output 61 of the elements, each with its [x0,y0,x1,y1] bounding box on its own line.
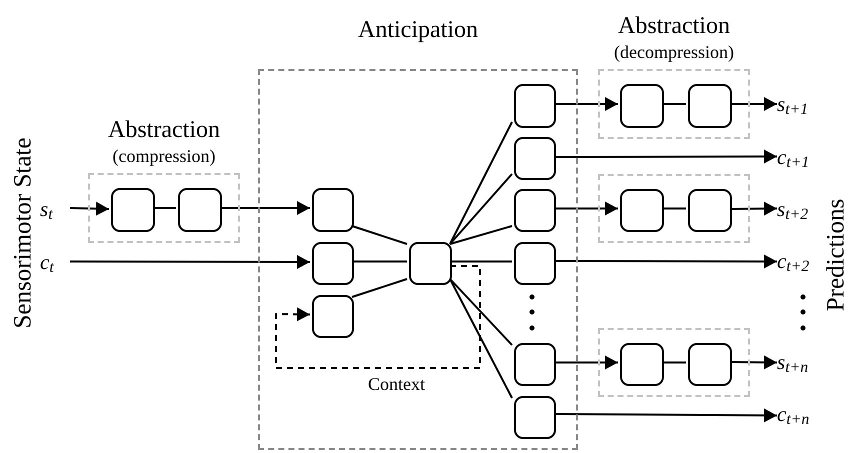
rounded-box [514,84,556,128]
connector-line [449,122,513,244]
arrow [730,355,778,370]
group-heading: (compression) [112,145,216,168]
arrow [554,202,618,216]
variable-label: s$_{t+n}$ [777,352,808,372]
rounded-box [620,189,664,232]
connector-line [153,207,176,209]
rounded-box [409,242,452,285]
rounded-box [111,188,155,232]
arrow [730,202,778,216]
arrow [554,150,777,164]
variable-label: s$_{t+2}$ [777,198,808,220]
rounded-box [514,343,556,386]
connector-line [449,278,513,346]
group-heading: Abstraction [618,12,730,41]
rounded-box [514,189,556,232]
connector-line [449,278,513,398]
arrow [554,408,777,422]
connector-line [352,225,408,245]
arrow [70,254,310,269]
connector-line [662,208,686,210]
variable-label: c$_{t}$ [40,252,54,272]
arrow [70,202,110,216]
rounded-box [688,343,732,386]
rounded-box [514,396,556,439]
variable-label: c$_{t+n}$ [777,404,810,424]
rounded-box [312,295,354,338]
axis-title: Predictions [824,198,848,312]
arrow [554,254,777,268]
variable-label: c$_{t+2}$ [777,250,810,272]
connector-line [352,260,407,262]
group-heading: (decompression) [614,41,734,64]
rounded-box [514,242,556,285]
rounded-box [178,188,222,232]
variable-label: s$_{t}$ [40,198,53,220]
rounded-box [620,84,664,128]
connector-line [662,103,686,105]
arrow [275,265,481,369]
connector-line [352,278,408,298]
rounded-box [514,137,556,180]
arrow [220,201,310,215]
dashed-group-frame [598,174,750,243]
variable-label: s$_{t+1}$ [777,94,808,114]
rounded-box [688,189,732,232]
variable-label: c$_{t+1}$ [777,146,810,168]
rounded-box [312,242,354,285]
connector-line [449,173,513,245]
dashed-group-frame [598,328,750,397]
group-heading: Abstraction [108,116,220,145]
rounded-box [312,188,354,232]
arrow [554,97,618,111]
rounded-box [688,84,732,128]
rounded-box [620,343,664,386]
arrow [730,97,777,111]
connector-line [450,260,512,262]
axis-title: Sensorimotor State [10,138,36,328]
arrow [554,356,618,370]
connector-line [662,362,686,364]
group-heading: Anticipation [358,16,478,45]
connector-line [450,225,512,245]
